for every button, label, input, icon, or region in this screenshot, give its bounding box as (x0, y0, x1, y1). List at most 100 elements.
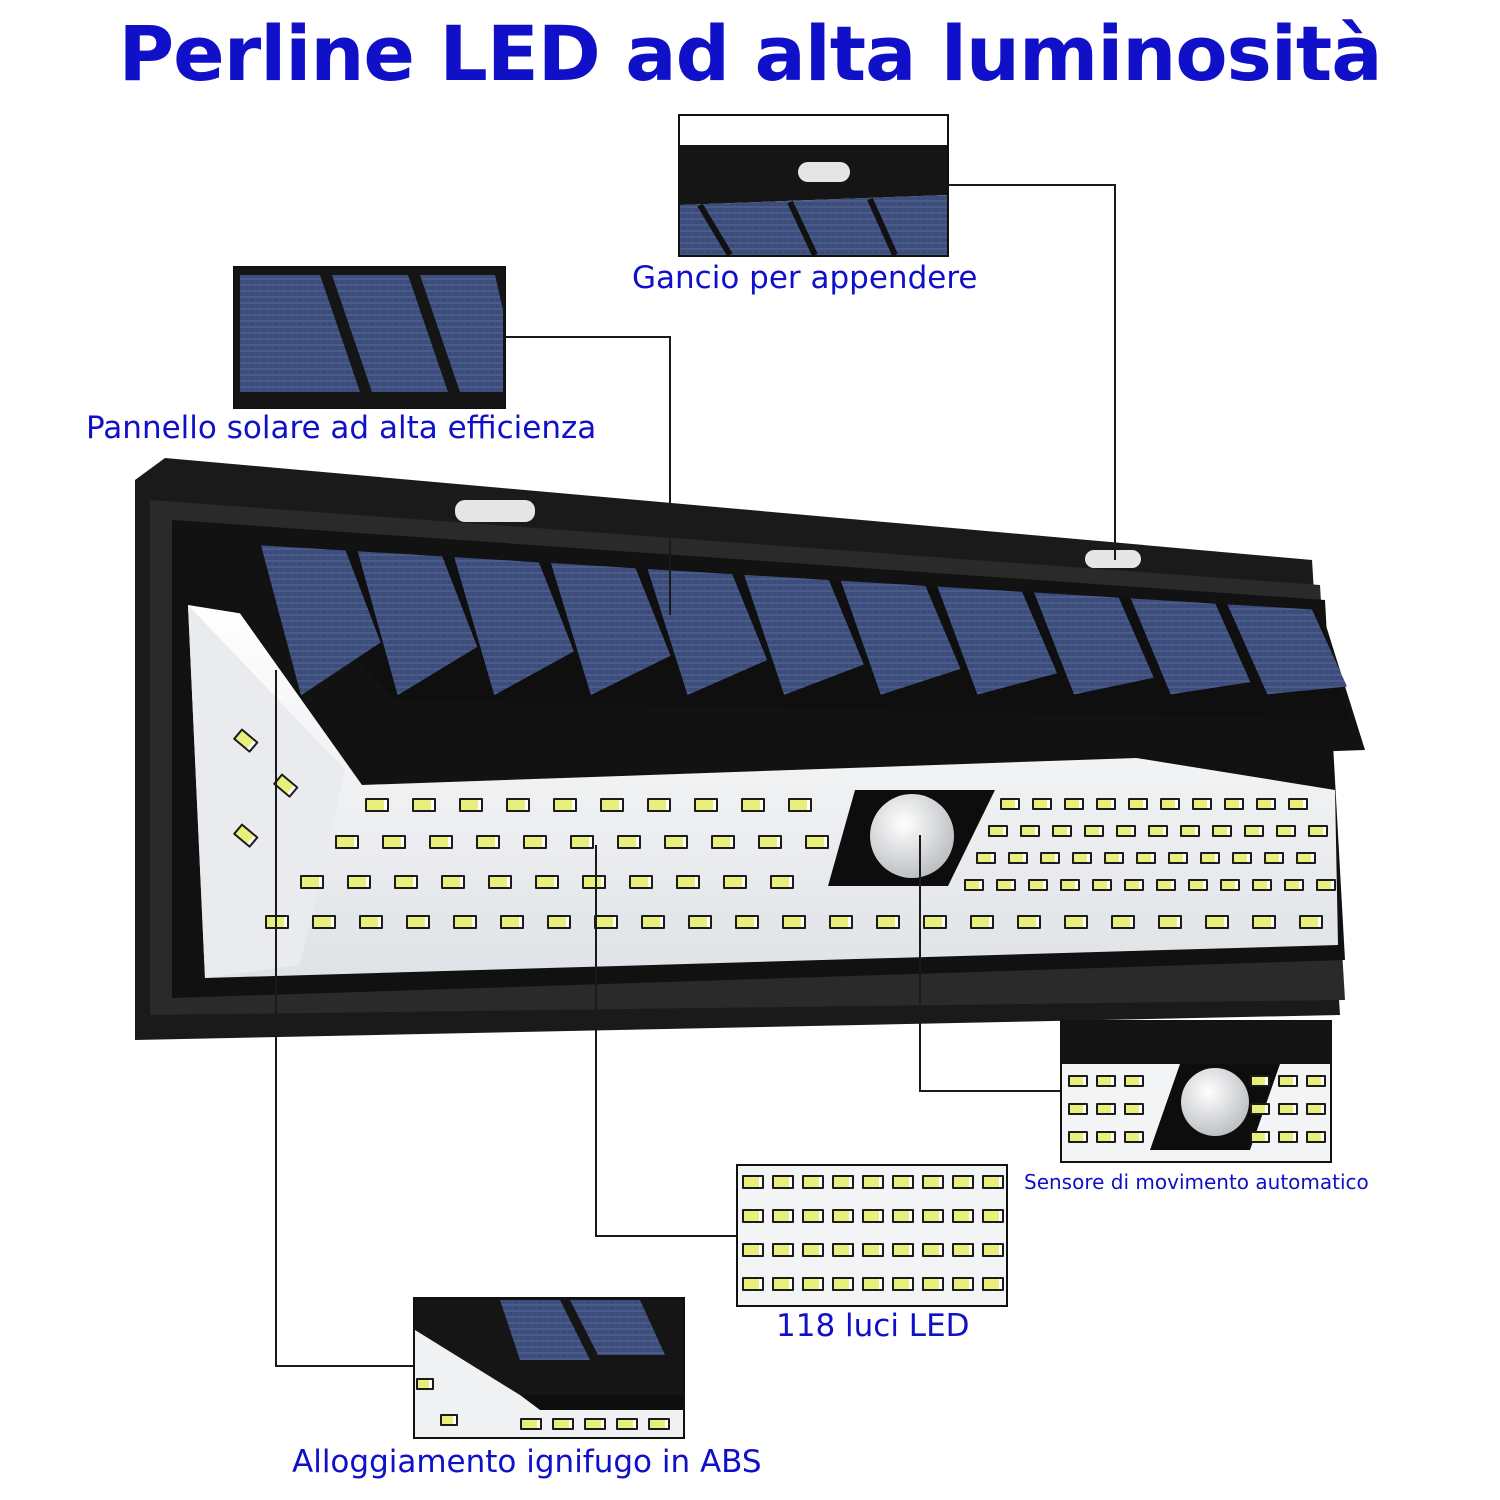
callout-sensor-label: Sensore di movimento automatico (1024, 1170, 1369, 1194)
led-chip (523, 835, 547, 849)
led-chip (862, 1243, 884, 1257)
led-chip (617, 835, 641, 849)
callout-lines (275, 184, 1116, 1367)
led-chip (1316, 879, 1336, 891)
led-chip (892, 1243, 914, 1257)
led-chip (735, 915, 759, 929)
led-chip (1032, 798, 1052, 810)
led-chip (440, 1414, 458, 1426)
led-chip (347, 875, 371, 889)
led-chip (1250, 1131, 1270, 1143)
led-chip (1296, 852, 1316, 864)
led-chip (582, 875, 606, 889)
led-chip (1205, 915, 1229, 929)
led-chip (676, 875, 700, 889)
inset-solar-panel (233, 266, 506, 409)
inset-leds (736, 1164, 1008, 1307)
led-chip (500, 915, 524, 929)
led-chip (742, 1175, 764, 1189)
led-chip (1017, 915, 1041, 929)
led-chip (1308, 825, 1328, 837)
led-chip (1148, 825, 1168, 837)
led-chip (1072, 852, 1092, 864)
led-chip (802, 1277, 824, 1291)
led-chip (1200, 852, 1220, 864)
solar-cell (937, 586, 1058, 695)
led-chip (862, 1277, 884, 1291)
led-chip (711, 835, 735, 849)
led-chip (365, 798, 389, 812)
led-chip (952, 1277, 974, 1291)
led-chip (1064, 798, 1084, 810)
led-chip (476, 835, 500, 849)
solar-cell (647, 568, 768, 695)
led-chip (772, 1209, 794, 1223)
led-chip (584, 1418, 606, 1430)
led-chip (616, 1418, 638, 1430)
led-chip (782, 915, 806, 929)
led-chip (1288, 798, 1308, 810)
solar-cell (1130, 598, 1251, 695)
led-chip (802, 1209, 824, 1223)
led-chip (1158, 915, 1182, 929)
led-chip (429, 835, 453, 849)
led-chip (832, 1175, 854, 1189)
led-chip (1092, 879, 1112, 891)
led-chip (922, 1243, 944, 1257)
led-chip (694, 798, 718, 812)
led-chip (829, 915, 853, 929)
led-chip (1068, 1131, 1088, 1143)
led-chip (802, 1243, 824, 1257)
led-chip (1252, 879, 1272, 891)
led-chip (394, 875, 418, 889)
callout-leds-label: 118 luci LED (776, 1308, 970, 1344)
led-chip (664, 835, 688, 849)
led-chip (641, 915, 665, 929)
led-chip (1278, 1131, 1298, 1143)
led-chip (742, 1209, 764, 1223)
led-chip (520, 1418, 542, 1430)
led-chip (1160, 798, 1180, 810)
solar-cell (550, 563, 671, 696)
led-chip (335, 835, 359, 849)
led-chip (1212, 825, 1232, 837)
led-chip (553, 798, 577, 812)
led-chip (832, 1209, 854, 1223)
led-chip (300, 875, 324, 889)
inset-housing (413, 1297, 685, 1439)
callout-housing-label: Alloggiamento ignifugo in ABS (292, 1444, 762, 1480)
led-chip (964, 879, 984, 891)
led-chip (923, 915, 947, 929)
led-chip (772, 1277, 794, 1291)
led-chip (1244, 825, 1264, 837)
led-chip (412, 798, 436, 812)
led-chip (1306, 1103, 1326, 1115)
led-chip (233, 823, 259, 848)
led-chip (273, 773, 299, 798)
led-chip (1224, 798, 1244, 810)
led-chip (506, 798, 530, 812)
solar-cell (1227, 604, 1347, 695)
led-chip (832, 1243, 854, 1257)
led-chip (1000, 798, 1020, 810)
led-chip (876, 915, 900, 929)
led-chip (982, 1175, 1004, 1189)
led-chip (922, 1209, 944, 1223)
led-chip (1306, 1075, 1326, 1087)
page-title: Perline LED ad alta luminosità (118, 9, 1382, 98)
led-chip (770, 875, 794, 889)
led-chip (647, 798, 671, 812)
led-chip (1156, 879, 1176, 891)
solar-cell (744, 574, 864, 695)
led-chip (1220, 879, 1240, 891)
led-chip (570, 835, 594, 849)
led-chip (552, 1418, 574, 1430)
led-chip (892, 1277, 914, 1291)
led-chip (1232, 852, 1252, 864)
led-chip (952, 1243, 974, 1257)
led-chip (862, 1209, 884, 1223)
hanging-hook-icon (455, 500, 535, 522)
led-chip (723, 875, 747, 889)
led-chip (1068, 1103, 1088, 1115)
solar-cell (261, 545, 381, 696)
